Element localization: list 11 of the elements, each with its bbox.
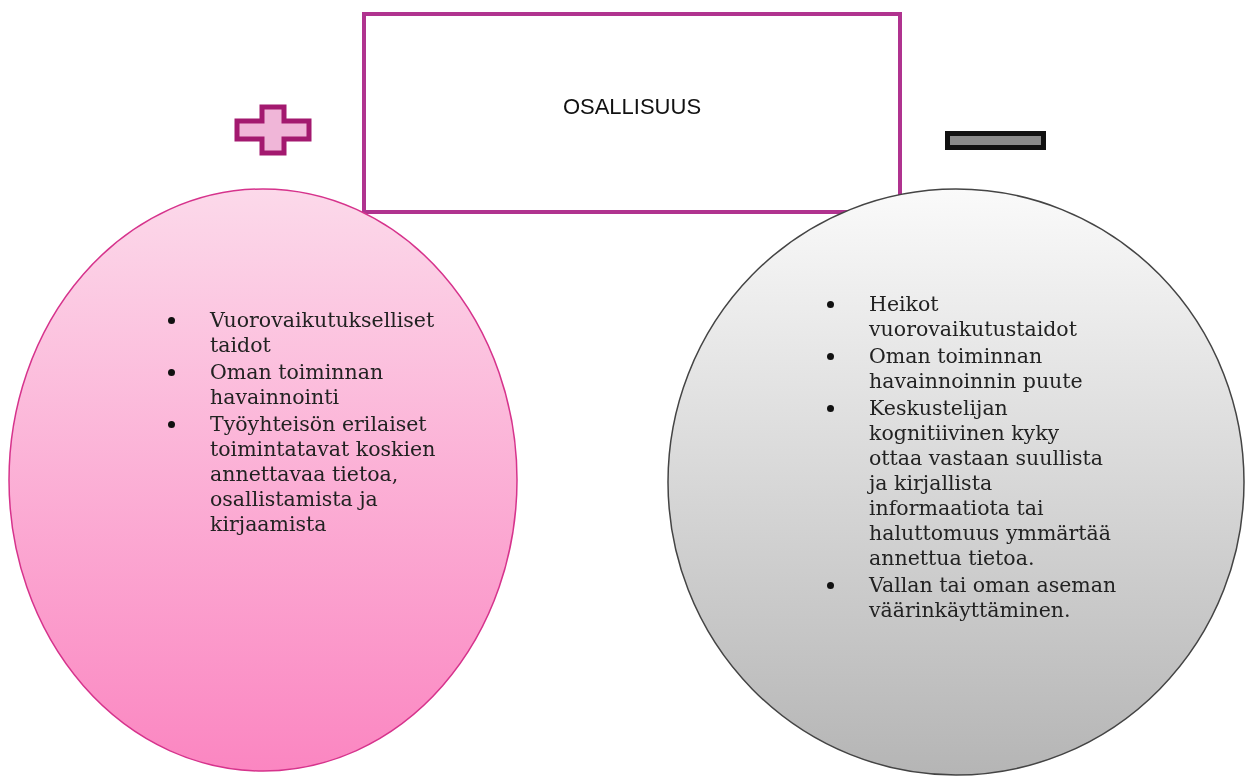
- circle-shape: [8, 188, 518, 772]
- bullet-item: Oman toiminnan havainnointi: [210, 360, 385, 410]
- bullet-item: Heikot vuorovaikutustaidot: [869, 292, 1078, 342]
- bullet-item: Keskustelijan kognitiivinen kyky ottaa vastaan suullista ja kirjallista informaatiota tai haluttomuus ymmärtää annettua tietoa.: [869, 396, 1113, 571]
- title-box: [362, 12, 902, 214]
- bullet-item: Työyhteisön erilaiset toimintatavat koskien annettavaa tietoa, osallistamista ja kirjaamista: [210, 412, 437, 537]
- circle-shape: [667, 188, 1245, 776]
- box-title: OSALLISUUS: [561, 94, 703, 120]
- bullet-item: Vuorovaikutukselliset taidot: [210, 308, 436, 358]
- bullet-item: Oman toiminnan havainnoinnin puute: [869, 344, 1084, 394]
- bullet-item: Vallan tai oman aseman väärinkäyttäminen.: [869, 573, 1117, 623]
